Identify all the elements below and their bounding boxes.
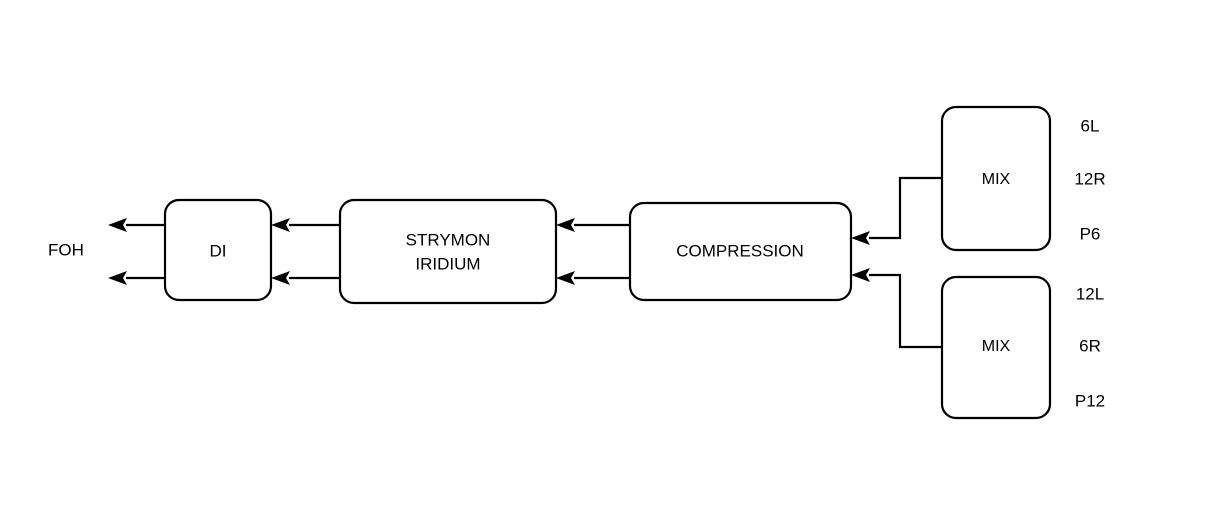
node-compression[interactable]: COMPRESSION [628, 201, 853, 302]
mix-bottom-output-label-p12: P12 [1075, 391, 1105, 410]
mix-bottom-output-label-6r: 6R [1079, 336, 1101, 355]
edge-mix-top-to-compression [851, 176, 942, 245]
arrow-head-icon [108, 271, 127, 285]
node-mix-top[interactable]: MIX [940, 105, 1052, 252]
edge-line [869, 176, 942, 240]
node-mix-bottom[interactable]: MIX [940, 275, 1052, 420]
arrow-head-icon [271, 218, 290, 232]
node-compression-shape[interactable] [628, 201, 853, 302]
edge-strymon-to-di-lower [271, 271, 340, 285]
node-strymon-iridium[interactable]: STRYMON IRIDIUM [338, 198, 558, 305]
edge-compression-to-strymon-lower [556, 271, 630, 285]
edge-line [869, 273, 942, 349]
node-strymon-iridium-label-line1: STRYMON [406, 230, 491, 249]
arrow-head-icon [851, 231, 870, 245]
edge-di-to-foh-lower [108, 271, 165, 285]
arrow-head-icon [556, 271, 575, 285]
node-strymon-iridium-label-line2: IRIDIUM [415, 254, 480, 273]
node-di-label: DI [210, 241, 227, 260]
edge-compression-to-strymon-upper [556, 218, 630, 232]
foh-label: FOH [48, 240, 84, 259]
mix-top-output-label-12r: 12R [1074, 169, 1105, 188]
arrow-head-icon [851, 268, 870, 282]
arrow-head-icon [556, 218, 575, 232]
node-mix-bottom-label: MIX [982, 338, 1011, 355]
node-compression-label: COMPRESSION [676, 241, 804, 260]
node-mix-top-shape[interactable] [940, 105, 1052, 252]
mix-top-output-label-p6: P6 [1080, 224, 1101, 243]
node-strymon-iridium-shape[interactable] [338, 198, 558, 305]
edge-strymon-to-di-upper [271, 218, 340, 232]
mix-top-output-label-6l: 6L [1081, 116, 1100, 135]
arrow-head-icon [271, 271, 290, 285]
edge-mix-bottom-to-compression [851, 268, 942, 349]
edge-di-to-foh-upper [108, 218, 165, 232]
mix-bottom-output-label-12l: 12L [1076, 284, 1104, 303]
node-di[interactable]: DI [163, 198, 273, 302]
arrow-head-icon [108, 218, 127, 232]
node-mix-bottom-shape[interactable] [940, 275, 1052, 420]
node-di-shape[interactable] [163, 198, 273, 302]
node-mix-top-label: MIX [982, 171, 1011, 188]
